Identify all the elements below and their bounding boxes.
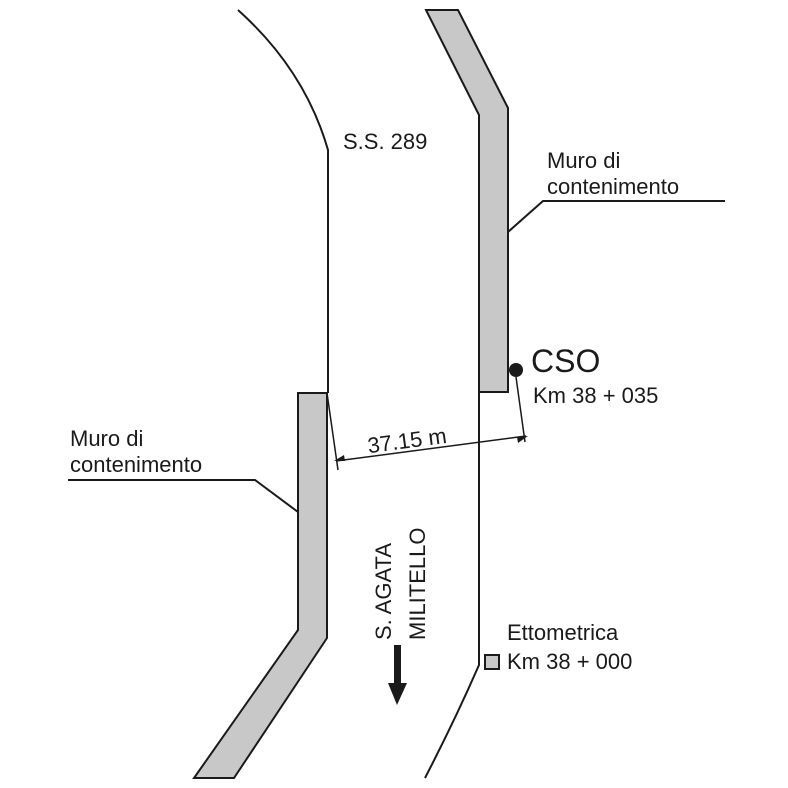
- cso-km-label: Km 38 + 035: [533, 383, 658, 408]
- ettometrica-label: Ettometrica: [507, 620, 619, 645]
- left-retaining-wall: [192, 392, 328, 779]
- left-wall-label-line2: contenimento: [70, 452, 202, 477]
- cso-extension-line: [515, 376, 526, 443]
- ettometrica-km-label: Km 38 + 000: [507, 649, 632, 674]
- distance-dimension-line: [335, 435, 527, 462]
- wall-extension-line: [326, 392, 339, 471]
- arrow-down-icon: [388, 645, 407, 705]
- distance-label: 37.15 m: [366, 423, 448, 458]
- left-wall-label-line1: Muro di: [70, 426, 143, 451]
- left-wall-leader-line: [68, 479, 299, 513]
- right-road-edge: [424, 392, 480, 779]
- direction-label-line1: S. AGATA: [371, 543, 396, 640]
- dimension-arrow-left: [334, 455, 345, 461]
- ettometrica-marker: [484, 654, 500, 670]
- right-wall-label-line1: Muro di: [547, 148, 620, 173]
- right-retaining-wall: [424, 9, 509, 393]
- cso-marker-dot: [509, 363, 523, 377]
- cso-label: CSO: [531, 343, 600, 379]
- dimension-arrow-right: [517, 436, 528, 443]
- direction-label-line2: MILITELLO: [405, 528, 430, 640]
- left-road-edge: [237, 9, 329, 393]
- right-wall-leader-line: [507, 200, 725, 233]
- road-name-label: S.S. 289: [343, 129, 427, 154]
- right-wall-label-line2: contenimento: [547, 174, 679, 199]
